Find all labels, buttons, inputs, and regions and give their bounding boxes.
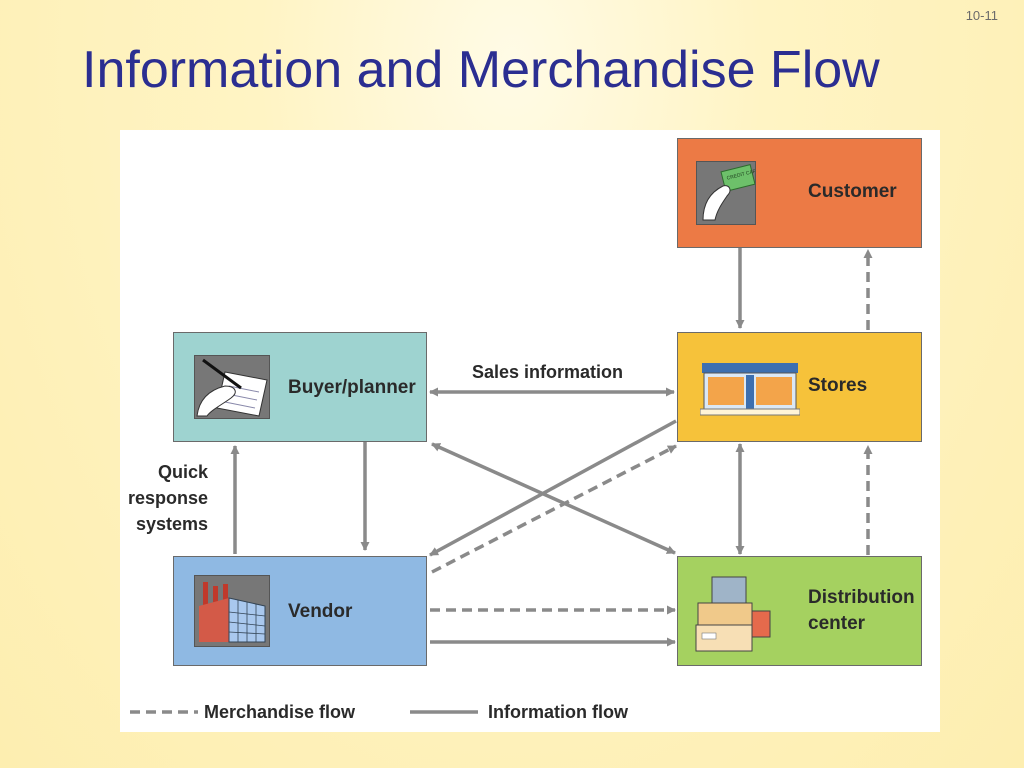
buyer-planner-label: Buyer/planner	[288, 377, 416, 398]
arrow-buyer-dc	[431, 442, 676, 555]
stores-label: Stores	[808, 375, 868, 396]
legend-merchandise-flow: Merchandise flow	[204, 702, 356, 722]
buyer-planner-node: Buyer/planner	[173, 332, 427, 442]
qrs-line2: response	[127, 488, 208, 508]
factory-icon	[194, 575, 270, 647]
storefront-icon	[700, 355, 800, 417]
boxes-icon	[692, 571, 776, 655]
arrow-stores-to-vendor	[429, 419, 677, 557]
slide-title: Information and Merchandise Flow	[82, 41, 880, 99]
flow-arrows	[130, 247, 873, 714]
sales-information-label: Sales information	[472, 362, 624, 382]
credit-card-hand-icon: CREDIT CARD	[696, 161, 756, 225]
distribution-center-label-line1: Distribution	[808, 587, 915, 608]
qrs-line1: Quick	[157, 462, 208, 482]
legend-information-flow: Information flow	[488, 702, 628, 722]
pen-writing-hand-icon	[194, 355, 270, 419]
customer-node: CREDIT CARD Customer	[677, 138, 922, 248]
flow-diagram: CREDIT CARD Customer Stores	[120, 130, 940, 732]
slide-number: 10-11	[965, 8, 998, 23]
vendor-label: Vendor	[288, 601, 353, 622]
customer-label: Customer	[808, 181, 897, 202]
quick-response-systems-label: Quick response systems	[124, 459, 208, 537]
distribution-center-label-line2: center	[808, 613, 866, 634]
stores-node: Stores	[677, 332, 922, 442]
arrow-vendor-to-stores-merch	[431, 444, 677, 574]
qrs-line3: systems	[135, 514, 208, 534]
distribution-center-label: Distribution center	[808, 585, 915, 637]
distribution-center-node: Distribution center	[677, 556, 922, 666]
vendor-node: Vendor	[173, 556, 427, 666]
